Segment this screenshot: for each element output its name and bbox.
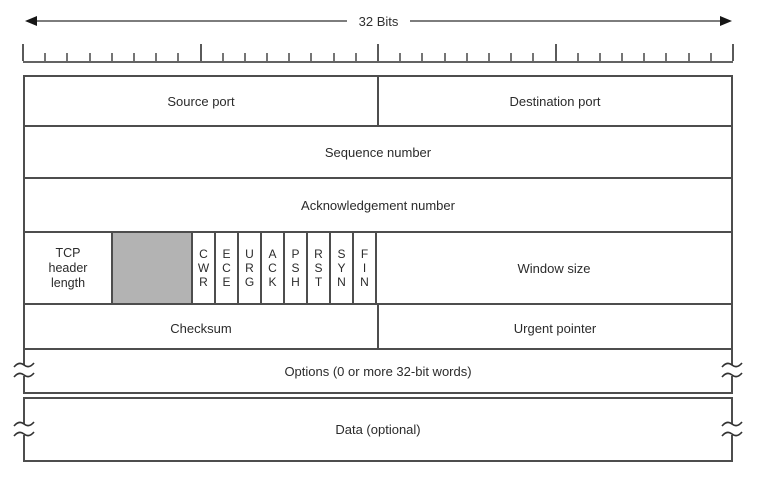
field-options: Options (0 or more 32-bit words) [284,363,472,379]
ruler-tick [132,53,135,61]
flag-ece: E C E [214,233,237,303]
bit-width-arrow: 32 Bits [25,13,732,29]
break-mark-icon [721,420,743,440]
flag-ack: A C K [260,233,283,303]
ruler-tick [243,53,246,61]
break-mark-icon [13,420,35,440]
flag-rst: R S T [306,233,329,303]
arrow-line [410,20,720,22]
field-destination-port: Destination port [377,77,731,125]
tcp-header-table: Source port Destination port Sequence nu… [23,75,733,353]
row-ports: Source port Destination port [25,77,731,125]
ruler-tick [377,44,379,61]
field-data: Data (optional) [335,422,421,437]
ruler-tick [44,53,47,61]
ruler-tick [155,53,158,61]
flag-cwr: C W R [191,233,214,303]
break-mark-icon [13,361,35,381]
ruler-tick [665,53,668,61]
ruler-tick [576,53,579,61]
field-acknowledgement-number: Acknowledgement number [301,197,455,213]
field-unused-shaded [111,233,191,303]
bit-ruler [22,43,734,63]
flag-fin: F I N [352,233,375,303]
ruler-tick [443,53,446,61]
row-options: Options (0 or more 32-bit words) [13,348,743,394]
ruler-tick [465,53,468,61]
row-checksum: Checksum Urgent pointer [25,303,731,351]
flag-syn: S Y N [329,233,352,303]
row-data: Data (optional) [13,397,743,462]
row-acknowledgement-number: Acknowledgement number [25,177,731,231]
ruler-tick [88,53,91,61]
ruler-tick [598,53,601,61]
field-checksum: Checksum [170,320,232,336]
flag-psh: P S H [283,233,306,303]
field-urgent-pointer: Urgent pointer [377,305,731,351]
ruler-tick [310,53,313,61]
ruler-tick [732,44,734,61]
ruler-tick [709,53,712,61]
ruler-tick [288,53,291,61]
arrow-line [37,20,347,22]
ruler-tick [354,53,357,61]
field-window-size: Window size [375,233,731,303]
ruler-tick [643,53,646,61]
arrowhead-left-icon [25,16,37,26]
bits-width-label: 32 Bits [358,13,399,29]
arrowhead-right-icon [720,16,732,26]
ruler-tick [621,53,624,61]
ruler-tick [510,53,513,61]
ruler-tick [22,44,24,61]
ruler-tick [487,53,490,61]
ruler-tick [399,53,402,61]
ruler-tick [421,53,424,61]
ruler-tick [554,44,557,61]
ruler-tick [199,44,202,61]
field-tcp-header-length: TCP header length [48,245,88,290]
ruler-tick [110,53,113,61]
ruler-tick [66,53,69,61]
break-mark-icon [721,361,743,381]
ruler-tick [532,53,535,61]
ruler-tick [332,53,335,61]
field-source-port: Source port [167,93,235,109]
ruler-tick [687,53,690,61]
row-sequence-number: Sequence number [25,125,731,177]
ruler-tick [266,53,269,61]
field-sequence-number: Sequence number [324,144,432,160]
ruler-tick [221,53,224,61]
ruler-tick [177,53,180,61]
flag-urg: U R G [237,233,260,303]
